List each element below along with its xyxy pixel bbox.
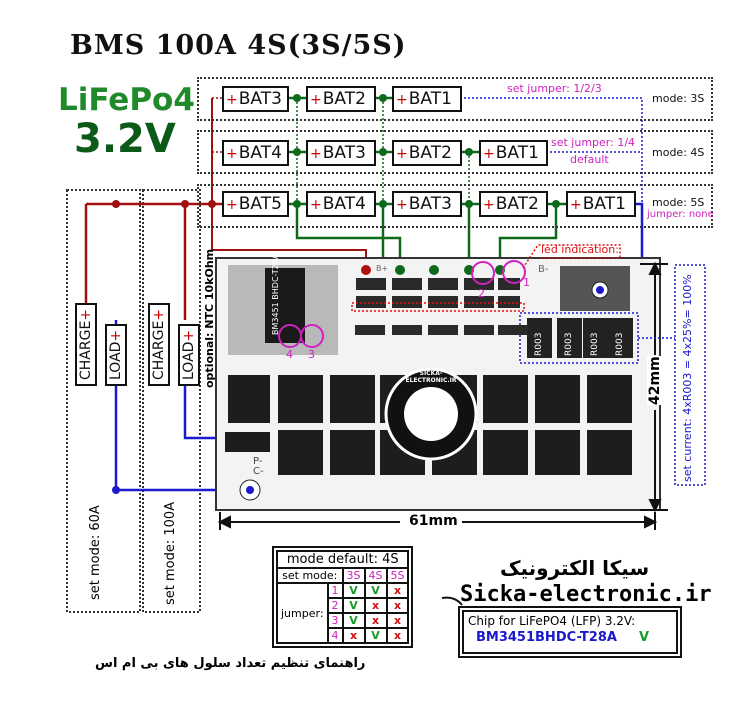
default-note: default xyxy=(570,153,609,166)
battery-cell: +BAT3 xyxy=(306,140,376,166)
mode-label: mode: 3S xyxy=(652,92,705,105)
current-note: set current: 4xR003 = 4x25%= 100% xyxy=(681,274,694,482)
set-mode-header: set mode: xyxy=(276,567,344,584)
jumper-table: mode default: 4S set mode: 3S 4S 5S jump… xyxy=(272,546,414,648)
table-cell: x xyxy=(385,627,410,644)
load-terminal-label: LOAD+ xyxy=(178,323,200,386)
jumper-note: set jumper: 1/2/3 xyxy=(507,82,602,95)
battery-cell: +BAT5 xyxy=(222,191,289,217)
shunt-resistor: R003 xyxy=(534,332,544,356)
jumper-number: 3 xyxy=(326,612,344,629)
p-minus-pad: P- xyxy=(253,456,263,467)
battery-cell: +BAT2 xyxy=(479,191,548,217)
jumper-table-title: mode default: 4S xyxy=(276,550,410,567)
battery-cell: +BAT2 xyxy=(392,140,462,166)
load-terminal-label: LOAD+ xyxy=(105,323,127,386)
table-cell: V xyxy=(341,597,366,614)
width-dimension: 61mm xyxy=(405,513,462,529)
table-cell: x xyxy=(385,597,410,614)
battery-cell: +BAT1 xyxy=(566,191,636,217)
jumper-number: 1 xyxy=(523,276,530,289)
shunt-resistor: R003 xyxy=(590,332,600,356)
table-cell: V xyxy=(363,582,388,599)
jumper-number: 2 xyxy=(478,287,485,300)
jumper-number: 1 xyxy=(326,582,344,599)
battery-cell: +BAT4 xyxy=(222,140,289,166)
shunt-resistor: R003 xyxy=(564,332,574,356)
battery-cell: +BAT1 xyxy=(392,86,462,112)
pad-b-minus: B- xyxy=(538,264,549,275)
mode-row-4s xyxy=(197,130,713,174)
led-indication-note: led indication: xyxy=(541,243,619,256)
pad-b-plus: B+ xyxy=(376,264,389,273)
table-cell: x xyxy=(363,597,388,614)
brand-site: Sicka-electronic.ir xyxy=(460,582,712,607)
table-cell: V xyxy=(363,627,388,644)
mode-row-5s xyxy=(197,184,713,228)
logo: SICKA-ELECTRONIC.IR xyxy=(405,370,457,384)
battery-cell: +BAT3 xyxy=(222,86,289,112)
battery-cell: +BAT1 xyxy=(479,140,548,166)
chip-box: Chip for LiFePO4 (LFP) 3.2V: BM3451BHDC-… xyxy=(458,606,682,658)
charge-terminal-label: CHARGE+ xyxy=(75,302,97,386)
jumper-number: 4 xyxy=(286,348,293,361)
charge-terminal-label: CHARGE+ xyxy=(148,302,170,386)
mode-header: 4S xyxy=(363,567,388,584)
table-cell: x xyxy=(341,627,366,644)
mode-60a-label: set mode: 60A xyxy=(88,505,103,600)
jumper-number: 4 xyxy=(326,627,344,644)
table-cell: x xyxy=(385,582,410,599)
check-icon: V xyxy=(638,630,650,645)
ntc-note: optional: NTC 10kOhm xyxy=(203,248,216,388)
chip-for-label: Chip for LiFePO4 (LFP) 3.2V: xyxy=(468,614,636,628)
jumper-note: jumper: none xyxy=(647,209,714,220)
battery-cell: +BAT4 xyxy=(306,191,376,217)
table-cell: V xyxy=(341,612,366,629)
battery-cell: +BAT3 xyxy=(392,191,462,217)
jumper-number: 3 xyxy=(308,348,315,361)
c-minus-pad: C- xyxy=(253,466,264,477)
table-cell: V xyxy=(341,582,366,599)
height-dimension: 42mm xyxy=(647,356,663,405)
mode-header: 5S xyxy=(385,567,410,584)
mode-header: 3S xyxy=(341,567,366,584)
mode-label: mode: 4S xyxy=(652,146,705,159)
footer-persian: راهنمای تنظیم تعداد سلول های بی ام اس xyxy=(95,656,366,671)
bms-chip: BM3451 BHDC-T28A xyxy=(271,253,280,335)
table-cell: x xyxy=(385,612,410,629)
chemistry-label: LiFePo4 xyxy=(58,82,195,118)
mode-label: mode: 5S xyxy=(652,196,705,209)
battery-cell: +BAT2 xyxy=(306,86,376,112)
shunt-resistor: R003 xyxy=(615,332,625,356)
mode-100a-label: set mode: 100A xyxy=(163,501,178,605)
title: BMS 100A 4S(3S/5S) xyxy=(70,30,407,61)
voltage-label: 3.2V xyxy=(74,116,176,162)
mode-row-3s xyxy=(197,77,713,121)
brand-persian: سیکا الکترونیک xyxy=(500,556,650,580)
jumper-number: 2 xyxy=(326,597,344,614)
table-cell: x xyxy=(363,612,388,629)
jumper-note: set jumper: 1/4 xyxy=(551,136,636,149)
jumper-header: jumper: xyxy=(276,582,329,644)
